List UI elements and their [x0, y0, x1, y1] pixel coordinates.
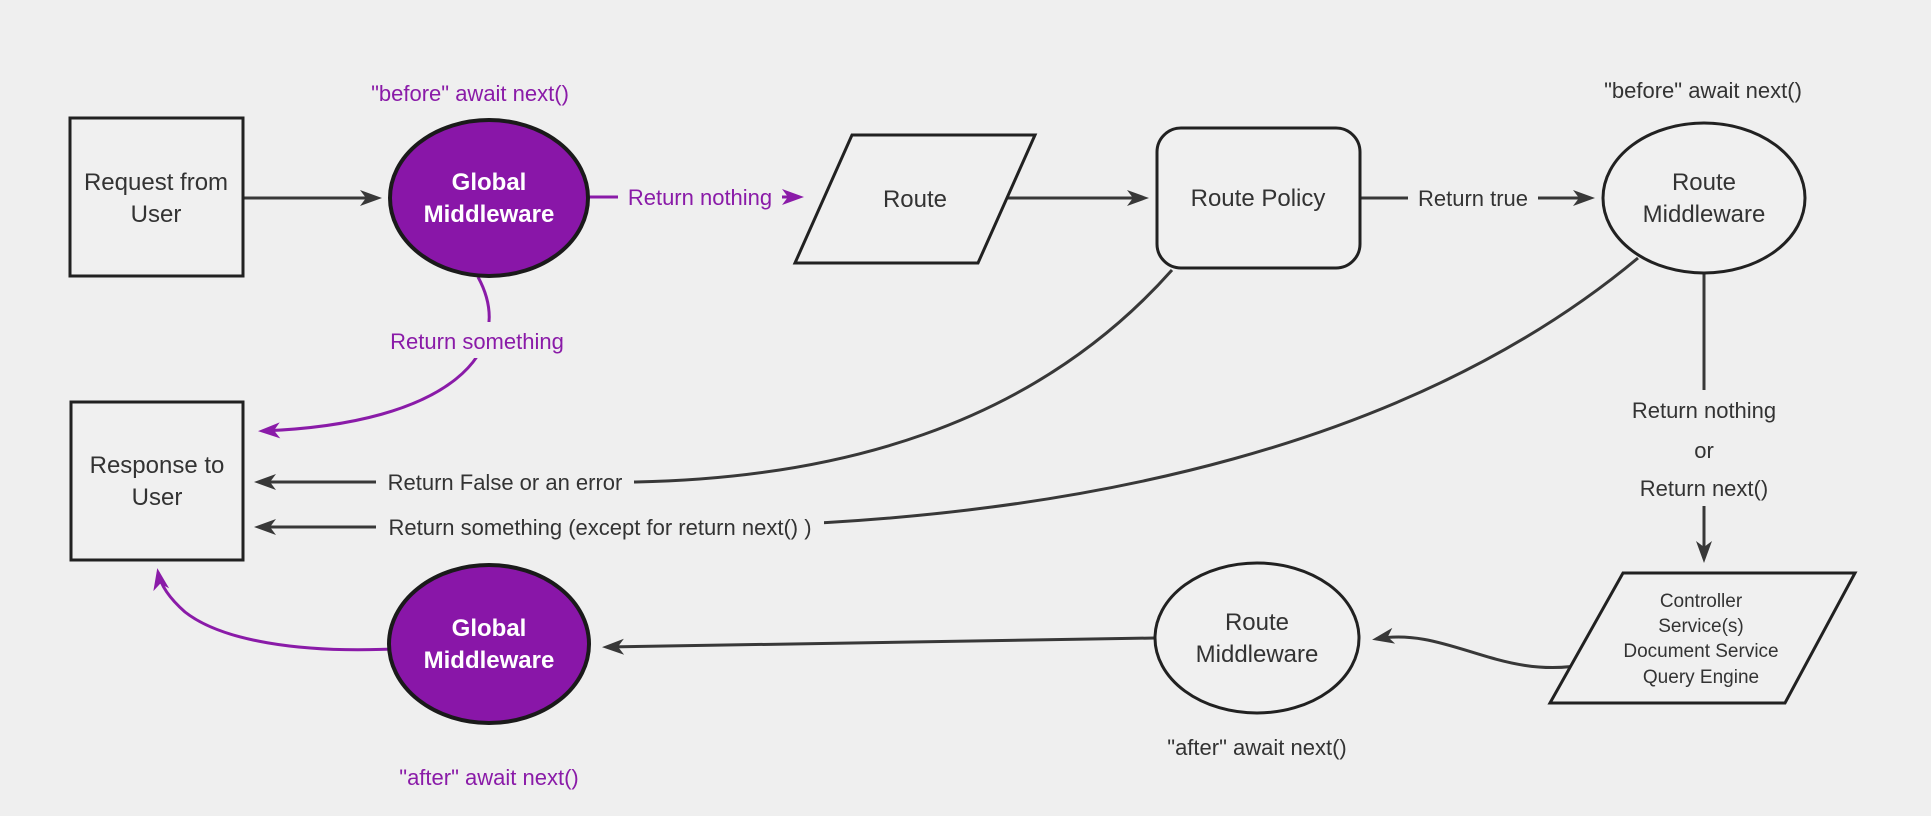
global-middleware-top-line1: Global	[452, 169, 527, 196]
route-label: Route	[883, 186, 947, 213]
edge-controller-to-route-middleware-bottom	[1372, 627, 1589, 670]
global-middleware-top-ellipse	[388, 118, 590, 278]
route-middleware-top-line2: Middleware	[1643, 201, 1766, 228]
request-box	[68, 116, 245, 278]
edge-label-return-something: Return something	[390, 329, 564, 354]
edge-label-after-route: "after" await next()	[1167, 735, 1346, 760]
route-middleware-top-line1: Route	[1672, 169, 1736, 196]
edge-label-after-global: "after" await next()	[399, 765, 578, 790]
response-label-line2: User	[132, 484, 183, 511]
edge-label-return-nothing: Return nothing	[628, 185, 772, 210]
edge-label-before-route: "before" await next()	[1604, 78, 1802, 103]
route-policy-box	[1155, 126, 1362, 270]
label-bg-return-true	[1408, 181, 1538, 215]
route-middleware-bottom-ellipse	[1153, 561, 1361, 715]
edge-route-middleware-to-response	[254, 256, 1639, 535]
node-route-middleware-top: Route Middleware	[1601, 121, 1807, 275]
request-label-line1: Request from	[84, 169, 228, 196]
label-bg-return-nothing-or	[1616, 390, 1792, 506]
controller-line1: Controller	[1660, 591, 1743, 612]
label-bg-return-something	[380, 322, 574, 358]
route-middleware-bottom-line1: Route	[1225, 609, 1289, 636]
response-box	[69, 400, 245, 562]
label-bg-return-false	[376, 463, 634, 499]
edge-label-return-false: Return False or an error	[388, 470, 623, 495]
route-middleware-top-ellipse	[1601, 121, 1807, 275]
edge-label-return-nothing-or-line1: Return nothing	[1632, 398, 1776, 423]
node-response-to-user: Response to User	[69, 400, 245, 562]
edge-route-policy-to-response	[254, 269, 1174, 490]
route-policy-label: Route Policy	[1191, 185, 1326, 212]
controller-line3: Document Service	[1623, 641, 1778, 662]
controller-line4: Query Engine	[1643, 667, 1759, 688]
response-label-line1: Response to	[90, 452, 225, 479]
node-route-middleware-bottom: Route Middleware	[1153, 561, 1361, 715]
node-route-policy: Route Policy	[1155, 126, 1362, 270]
node-global-middleware-bottom: Global Middleware	[387, 563, 591, 725]
request-label-line2: User	[131, 201, 182, 228]
node-request-from-user: Request from User	[68, 116, 245, 278]
node-global-middleware-top: Global Middleware	[388, 118, 590, 278]
label-bg-return-something-except	[376, 508, 824, 544]
edge-label-return-true: Return true	[1418, 186, 1528, 211]
route-parallelogram	[792, 133, 1038, 265]
node-controller-services: Controller Service(s) Document Service Q…	[1547, 571, 1858, 705]
edge-label-return-nothing-or-line2: or	[1694, 438, 1714, 463]
global-middleware-top-line2: Middleware	[424, 201, 555, 228]
edge-route-middleware-bottom-to-global-middleware-bottom	[602, 636, 1156, 655]
controller-parallelogram	[1547, 571, 1858, 705]
label-bg-return-nothing	[618, 180, 782, 214]
edge-global-middleware-bottom-to-response	[153, 568, 393, 652]
global-middleware-bottom-ellipse	[387, 563, 591, 725]
edge-label-return-nothing-or-line3: Return next()	[1640, 476, 1768, 501]
global-middleware-bottom-line2: Middleware	[424, 647, 555, 674]
controller-line2: Service(s)	[1658, 616, 1744, 637]
global-middleware-bottom-line1: Global	[452, 615, 527, 642]
edge-global-middleware-to-response	[258, 276, 491, 439]
route-middleware-bottom-line2: Middleware	[1196, 641, 1319, 668]
edge-label-return-something-except: Return something (except for return next…	[388, 515, 811, 540]
node-route: Route	[792, 133, 1038, 265]
edge-label-before-global: "before" await next()	[371, 81, 569, 106]
